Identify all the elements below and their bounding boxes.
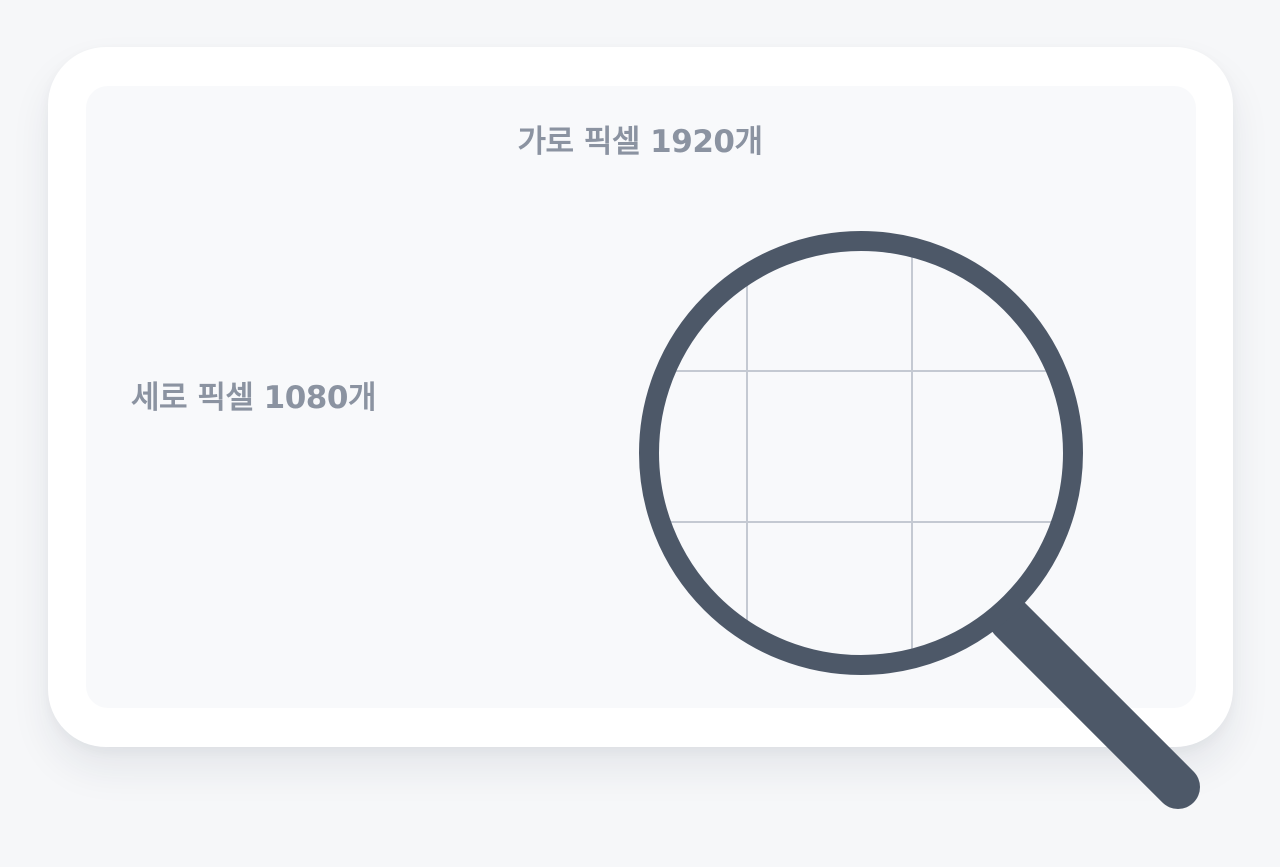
magnifier-handle (989, 598, 1200, 809)
horizontal-pixel-label: 가로 픽셀 1920개 (517, 124, 763, 160)
magnifier-lens-ring (639, 231, 1083, 675)
vertical-pixel-label: 세로 픽셀 1080개 (131, 380, 376, 416)
